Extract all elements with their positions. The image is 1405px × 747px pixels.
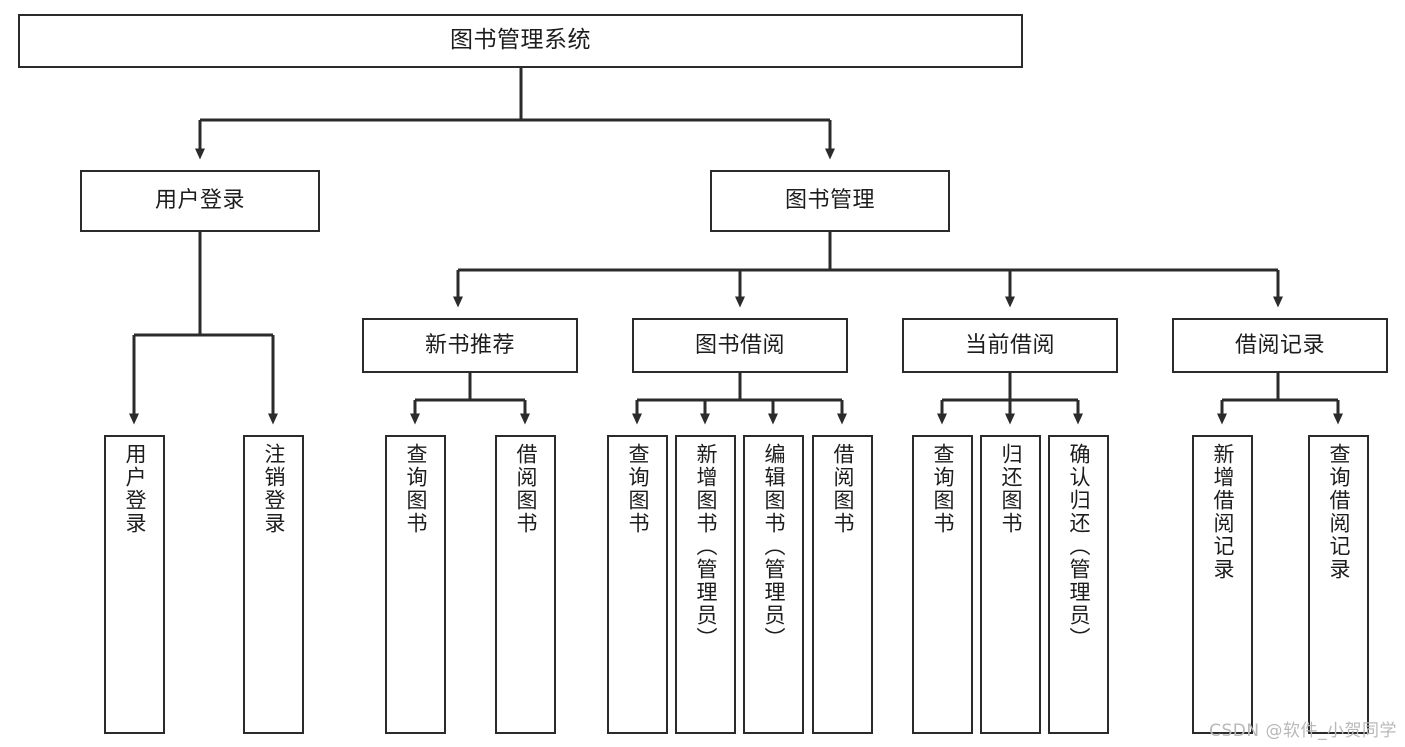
leaf-current-borrow-confirm-label: 确认归还（管理员） (1067, 443, 1091, 650)
leaf-new-book-borrow-label: 借阅图书 (514, 443, 538, 535)
leaf-book-borrow-edit[interactable]: 编辑图书（管理员） (743, 435, 804, 734)
node-root[interactable]: 图书管理系统 (18, 14, 1023, 68)
leaf-current-borrow-return-label: 归还图书 (999, 443, 1023, 535)
leaf-new-book-query-label: 查询图书 (404, 443, 428, 535)
leaf-book-borrow-query-label: 查询图书 (626, 443, 650, 535)
leaf-user-login-logout[interactable]: 注销登录 (243, 435, 304, 734)
node-current-borrow-label: 当前借阅 (964, 332, 1055, 358)
leaf-book-borrow-edit-label: 编辑图书（管理员） (762, 443, 786, 650)
leaf-book-borrow-query[interactable]: 查询图书 (607, 435, 668, 734)
node-user-login-label: 用户登录 (154, 188, 245, 214)
leaf-current-borrow-query[interactable]: 查询图书 (912, 435, 973, 734)
leaf-new-book-query[interactable]: 查询图书 (385, 435, 446, 734)
node-user-login[interactable]: 用户登录 (80, 170, 320, 232)
leaf-borrow-record-add[interactable]: 新增借阅记录 (1192, 435, 1253, 734)
leaf-user-login-login-label: 用户登录 (123, 443, 147, 535)
leaf-current-borrow-query-label: 查询图书 (931, 443, 955, 535)
node-new-book-recommend[interactable]: 新书推荐 (362, 318, 578, 373)
node-book-manage[interactable]: 图书管理 (710, 170, 950, 232)
leaf-book-borrow-add-label: 新增图书（管理员） (694, 443, 718, 650)
node-book-manage-label: 图书管理 (784, 188, 875, 214)
node-book-borrow-label: 图书借阅 (694, 332, 785, 358)
node-new-book-recommend-label: 新书推荐 (424, 332, 515, 358)
node-current-borrow[interactable]: 当前借阅 (902, 318, 1118, 373)
watermark: CSDN @软件_小贺同学 (1209, 721, 1397, 741)
leaf-borrow-record-add-label: 新增借阅记录 (1211, 443, 1235, 581)
leaf-borrow-record-query[interactable]: 查询借阅记录 (1308, 435, 1369, 734)
leaf-user-login-login[interactable]: 用户登录 (104, 435, 165, 734)
leaf-borrow-record-query-label: 查询借阅记录 (1327, 443, 1351, 581)
leaf-current-borrow-confirm[interactable]: 确认归还（管理员） (1048, 435, 1109, 734)
node-borrow-record[interactable]: 借阅记录 (1172, 318, 1388, 373)
node-root-label: 图书管理系统 (450, 27, 591, 54)
leaf-book-borrow-borrow-label: 借阅图书 (831, 443, 855, 535)
leaf-book-borrow-borrow[interactable]: 借阅图书 (812, 435, 873, 734)
leaf-user-login-logout-label: 注销登录 (262, 443, 286, 535)
node-borrow-record-label: 借阅记录 (1234, 332, 1325, 358)
leaf-new-book-borrow[interactable]: 借阅图书 (495, 435, 556, 734)
leaf-current-borrow-return[interactable]: 归还图书 (980, 435, 1041, 734)
leaf-book-borrow-add[interactable]: 新增图书（管理员） (675, 435, 736, 734)
node-book-borrow[interactable]: 图书借阅 (632, 318, 848, 373)
